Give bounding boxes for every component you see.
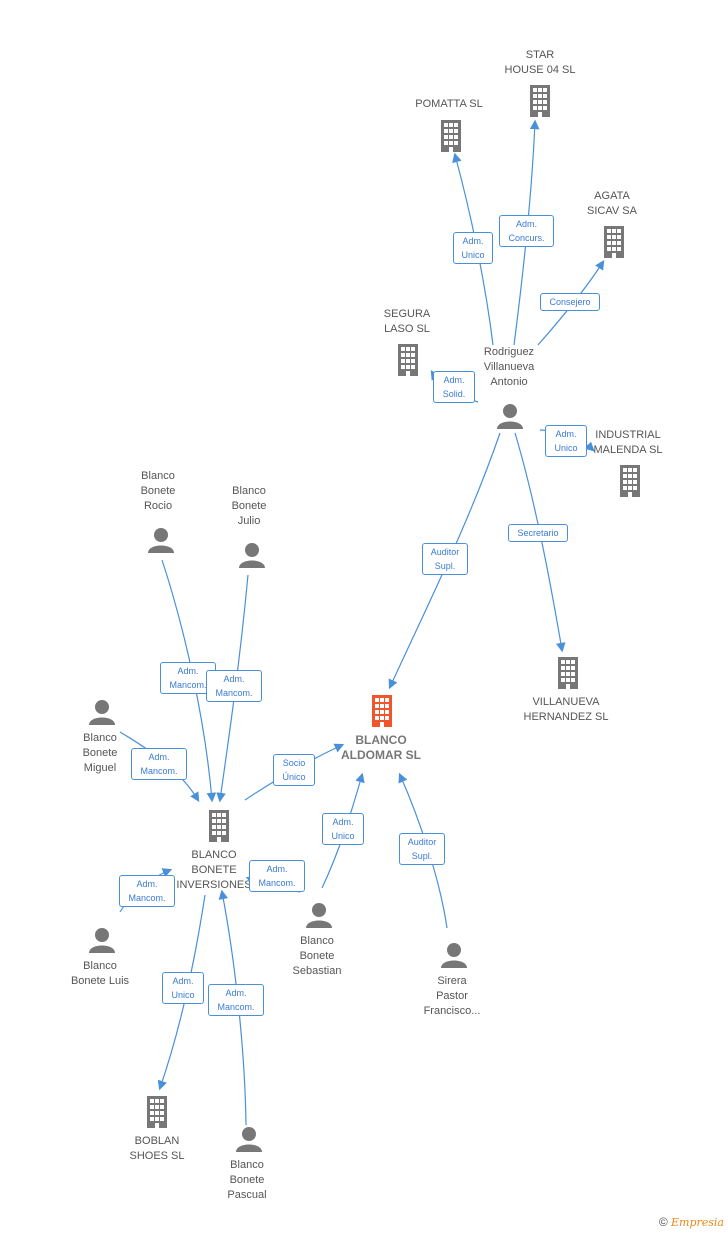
building-icon bbox=[530, 85, 550, 117]
person-icon bbox=[306, 903, 332, 928]
node-agata[interactable]: AGATA SICAV SA bbox=[587, 190, 637, 217]
person-icon bbox=[441, 943, 467, 968]
node-aldomar[interactable]: BLANCO ALDOMAR SL bbox=[341, 733, 421, 762]
node-boblan[interactable]: BOBLAN SHOES SL bbox=[129, 1135, 185, 1162]
edge-label: Consejero bbox=[540, 293, 600, 311]
edge-label: Adm. Unico bbox=[322, 813, 364, 845]
edge-label: Adm. Mancom. bbox=[131, 748, 187, 780]
main-company-building-icon bbox=[372, 695, 392, 727]
node-sebastian[interactable]: Blanco Bonete Sebastian bbox=[292, 935, 342, 977]
building-icon bbox=[558, 657, 578, 689]
edge-label: Auditor Supl. bbox=[399, 833, 445, 865]
edge-label: Auditor Supl. bbox=[422, 543, 468, 575]
node-luis[interactable]: Blanco Bonete Luis bbox=[70, 960, 130, 987]
edge-label: Adm. Unico bbox=[453, 232, 493, 264]
edge-label: Adm. Unico bbox=[162, 972, 204, 1004]
node-miguel[interactable]: Blanco Bonete Miguel bbox=[82, 732, 118, 774]
node-star-house[interactable]: STAR HOUSE 04 SL bbox=[504, 49, 576, 76]
edge-label: Adm. Mancom. bbox=[249, 860, 305, 892]
node-rodriguez[interactable]: Rodriguez Villanueva Antonio bbox=[483, 346, 535, 388]
node-julio[interactable]: Blanco Bonete Julio bbox=[231, 485, 267, 527]
footer: © Empresia bbox=[659, 1215, 724, 1229]
person-icon bbox=[89, 700, 115, 725]
edge-label: Adm. Mancom. bbox=[119, 875, 175, 907]
node-pomatta[interactable]: POMATTA SL bbox=[415, 98, 483, 110]
person-icon bbox=[239, 543, 265, 568]
copyright-symbol: © bbox=[658, 1215, 668, 1229]
edge-label: Secretario bbox=[508, 524, 568, 542]
edge-label: Adm. Unico bbox=[545, 425, 587, 457]
node-rocio[interactable]: Blanco Bonete Rocio bbox=[140, 470, 176, 512]
building-icon bbox=[209, 810, 229, 842]
building-icon bbox=[398, 344, 418, 376]
building-icon bbox=[441, 120, 461, 152]
node-villanueva[interactable]: VILLANUEVA HERNANDEZ SL bbox=[523, 696, 609, 723]
node-segura[interactable]: SEGURA LASO SL bbox=[383, 308, 431, 335]
person-icon bbox=[89, 928, 115, 953]
person-icon bbox=[236, 1127, 262, 1152]
building-icon bbox=[604, 226, 624, 258]
edge-label: Adm. Mancom. bbox=[206, 670, 262, 702]
node-inversiones[interactable]: BLANCO BONETE INVERSIONES bbox=[176, 849, 252, 891]
edge-label: Socio Único bbox=[273, 754, 315, 786]
building-icon bbox=[620, 465, 640, 497]
edge-label: Adm. Concurs. bbox=[499, 215, 554, 247]
brand-logo[interactable]: Empresia bbox=[671, 1216, 724, 1229]
node-pascual[interactable]: Blanco Bonete Pascual bbox=[227, 1159, 267, 1201]
node-industrial[interactable]: INDUSTRIAL MALENDA SL bbox=[593, 429, 663, 456]
node-sirera[interactable]: Sirera Pastor Francisco... bbox=[423, 975, 481, 1017]
person-icon bbox=[497, 404, 523, 429]
edge-label: Adm. Solid. bbox=[433, 371, 475, 403]
edge-label: Adm. Mancom. bbox=[208, 984, 264, 1016]
building-icon bbox=[147, 1096, 167, 1128]
person-icon bbox=[148, 528, 174, 553]
